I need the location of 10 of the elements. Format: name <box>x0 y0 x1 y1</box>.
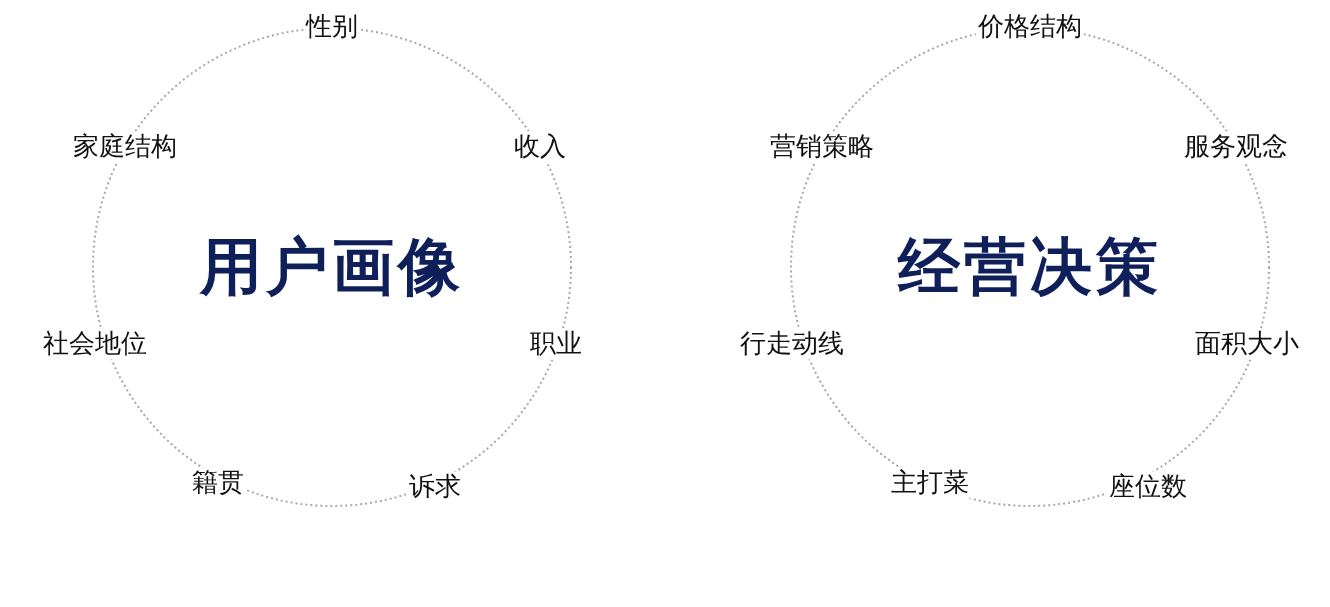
circle-label: 社会地位 <box>41 328 149 360</box>
circle-title: 用户画像 <box>200 229 464 305</box>
circle-label: 营销策略 <box>768 131 876 163</box>
circle-title: 经营决策 <box>898 229 1162 305</box>
circle-label: 行走动线 <box>738 328 846 360</box>
circle-label: 主打菜 <box>889 467 971 499</box>
circle-label: 职业 <box>528 328 584 360</box>
circle-label: 面积大小 <box>1193 328 1301 360</box>
circle-label: 收入 <box>512 131 568 163</box>
circle-label: 服务观念 <box>1182 131 1290 163</box>
